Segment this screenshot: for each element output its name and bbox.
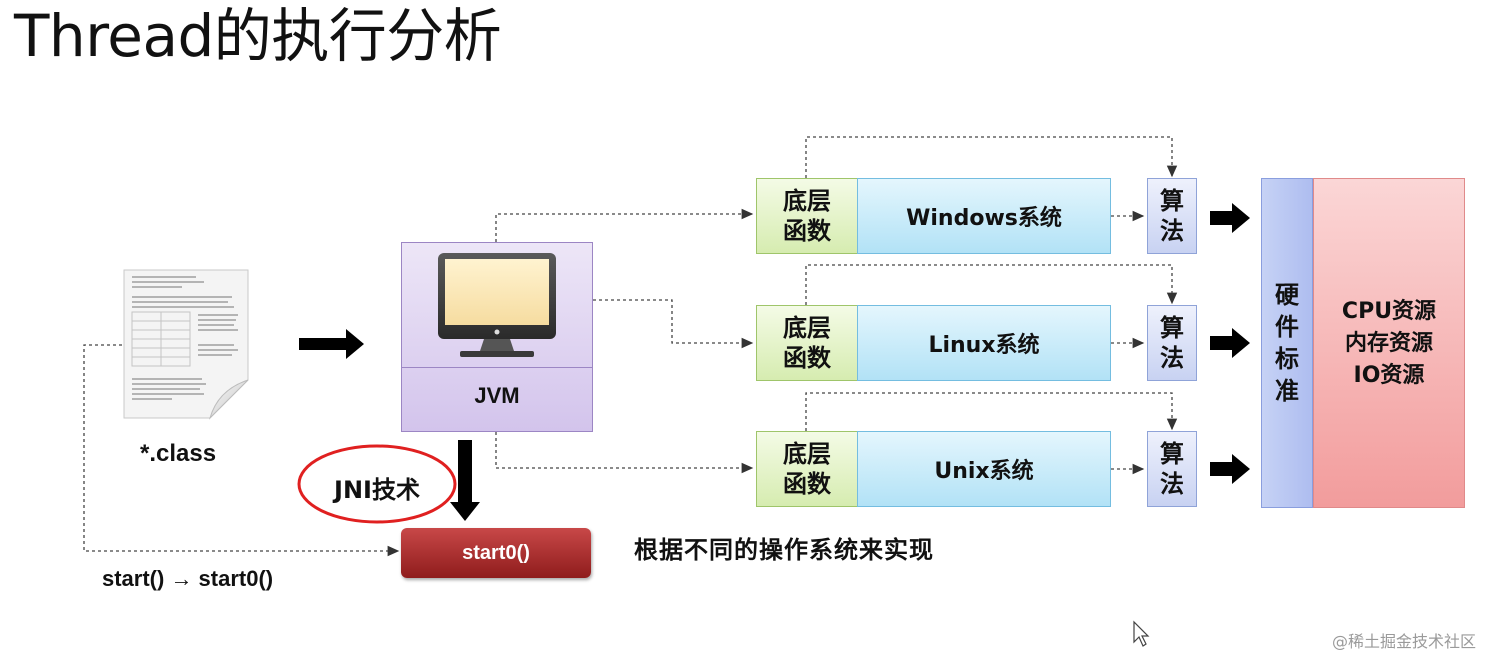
linux-func-box: 底层函数 [756, 305, 858, 381]
hw-line2: 件 [1275, 313, 1299, 341]
jvm-label: JVM [474, 383, 520, 408]
jvm-divider [401, 367, 593, 368]
class-file-icon [123, 269, 249, 420]
linux-loop-line [805, 264, 1178, 305]
linux-system-label: Linux系统 [928, 333, 1040, 358]
linux-to-hw-arrow [1210, 328, 1250, 358]
mouse-pointer-icon [1133, 620, 1150, 647]
jvm-to-linux-line [593, 299, 754, 349]
algo-line2: 法 [1160, 217, 1184, 245]
windows-to-hw-arrow [1210, 203, 1250, 233]
io-resource: IO资源 [1353, 363, 1425, 388]
start-to-start0-label: start() → start0() [102, 566, 274, 591]
func-line1: 底层 [783, 440, 831, 468]
func-line2: 函数 [783, 344, 831, 372]
hw-line3: 标 [1275, 345, 1299, 373]
algo-line2: 法 [1160, 470, 1184, 498]
resources-box [1313, 178, 1465, 508]
func-line1: 底层 [783, 187, 831, 215]
class-file-label: *.class [140, 440, 217, 467]
memory-resource: 内存资源 [1344, 331, 1433, 356]
hw-line4: 准 [1275, 377, 1299, 405]
unix-to-hw-arrow [1210, 454, 1250, 484]
linux-system-box: Linux系统 [857, 305, 1111, 381]
jvm-to-start0-arrow [450, 440, 480, 521]
algo-line1: 算 [1160, 187, 1184, 215]
start0-box: start0() [401, 528, 591, 578]
algo-line1: 算 [1160, 314, 1184, 342]
hw-line1: 硬 [1275, 281, 1299, 309]
class-to-jvm-arrow [299, 329, 364, 359]
windows-system-label: Windows系统 [906, 206, 1062, 231]
watermark: @稀土掘金技术社区 [1332, 632, 1477, 651]
computer-monitor-icon [438, 253, 556, 357]
os-caption: 根据不同的操作系统来实现 [634, 536, 934, 564]
unix-system-box: Unix系统 [857, 431, 1111, 507]
func-line2: 函数 [783, 217, 831, 245]
resources-text: CPU资源 内存资源 IO资源 [1313, 296, 1465, 392]
cpu-resource: CPU资源 [1341, 299, 1437, 324]
func-line1: 底层 [783, 314, 831, 342]
hardware-standard-box: 硬 件 标 准 [1261, 178, 1313, 508]
start0-label: start0() [462, 541, 530, 564]
page-title: Thread的执行分析 [14, 2, 502, 70]
algo-line1: 算 [1160, 440, 1184, 468]
windows-algo-box: 算法 [1147, 178, 1197, 254]
jni-circle [297, 444, 457, 524]
unix-func-box: 底层函数 [756, 431, 858, 507]
unix-algo-box: 算法 [1147, 431, 1197, 507]
jvm-to-unix-line [495, 432, 754, 474]
linux-algo-box: 算法 [1147, 305, 1197, 381]
algo-line2: 法 [1160, 344, 1184, 372]
windows-func-box: 底层函数 [756, 178, 858, 254]
jni-label: JNI技术 [334, 476, 420, 504]
jvm-to-windows-line [495, 208, 754, 242]
unix-system-label: Unix系统 [934, 459, 1034, 484]
func-line2: 函数 [783, 470, 831, 498]
start-path-line [83, 344, 400, 557]
windows-loop-line [805, 136, 1178, 178]
unix-loop-line [805, 392, 1178, 431]
windows-system-box: Windows系统 [857, 178, 1111, 254]
